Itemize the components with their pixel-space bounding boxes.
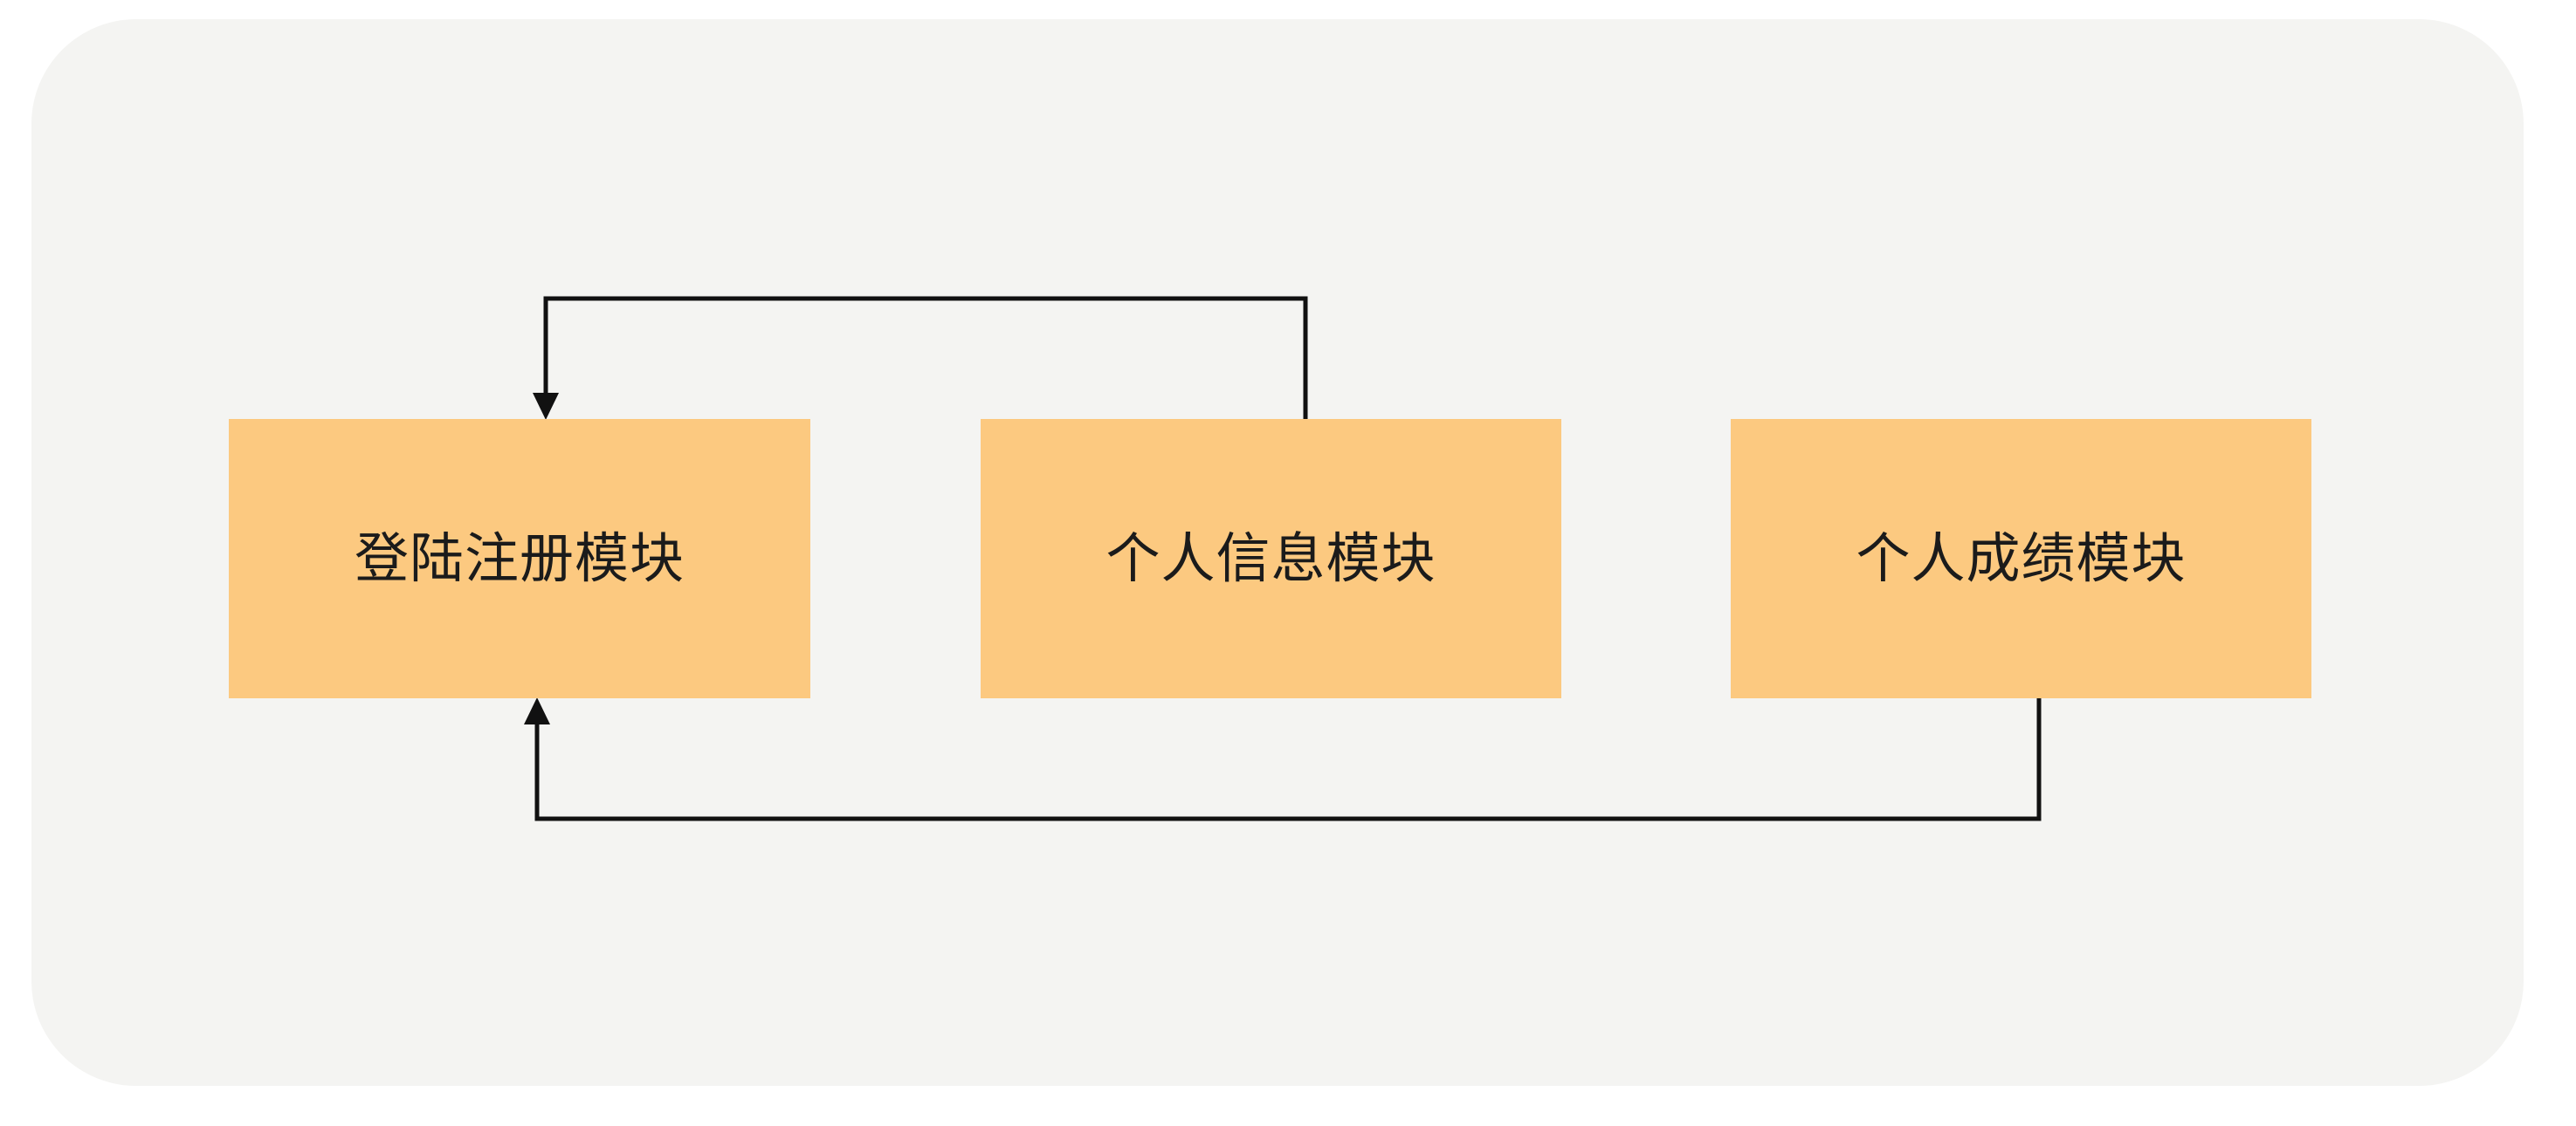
node-login-register-module[interactable]: 登陆注册模块 <box>229 419 810 698</box>
node-personal-scores-module-label: 个人成绩模块 <box>1856 526 2187 590</box>
node-personal-info-module-label: 个人信息模块 <box>1105 526 1436 590</box>
node-personal-info-module[interactable]: 个人信息模块 <box>981 419 1561 698</box>
node-login-register-module-label: 登陆注册模块 <box>354 526 685 590</box>
node-personal-scores-module[interactable]: 个人成绩模块 <box>1731 419 2311 698</box>
